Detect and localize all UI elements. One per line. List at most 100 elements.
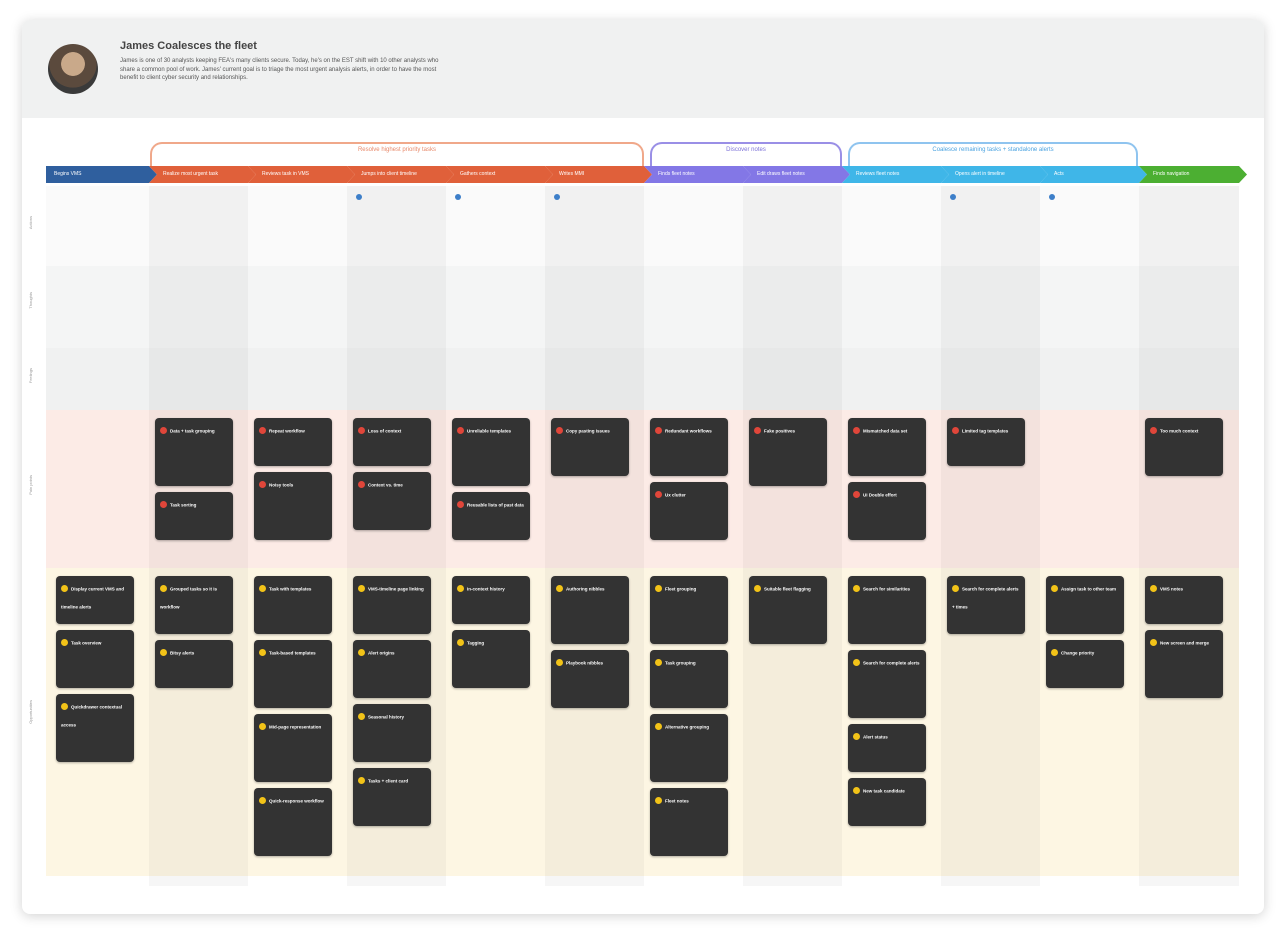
step-chevron: Gathers context xyxy=(446,166,553,183)
pain-card-title: Task sorting xyxy=(170,502,196,507)
step-chevron: Acts xyxy=(1040,166,1147,183)
step-chevron: Realize most urgent task xyxy=(149,166,256,183)
info-badge-icon xyxy=(356,194,362,200)
step-label: Reviews task in VMS xyxy=(262,171,309,177)
opportunity-dot-icon xyxy=(655,723,662,730)
opportunity-card: Change priority xyxy=(1046,640,1124,688)
opportunity-card: Search for complete alerts + times xyxy=(947,576,1025,634)
phase-label: Resolve highest priority tasks xyxy=(152,147,642,153)
pain-dot-icon xyxy=(457,501,464,508)
pain-dot-icon xyxy=(358,427,365,434)
opportunity-card-title: Bitsy alerts xyxy=(170,650,194,655)
opportunity-dot-icon xyxy=(853,733,860,740)
pain-card-title: Limited tag templates xyxy=(962,428,1008,433)
row-label: Pain points xyxy=(28,475,33,495)
opportunity-card-title: Tasks + client card xyxy=(368,778,408,783)
pain-card-title: Context vs. time xyxy=(368,482,403,487)
opportunity-dot-icon xyxy=(754,585,761,592)
opportunity-dot-icon xyxy=(160,649,167,656)
opportunity-card: Display current VMS and timeline alerts xyxy=(56,576,134,624)
opportunity-dot-icon xyxy=(160,585,167,592)
column-shade xyxy=(1139,186,1239,886)
opportunity-card-title: Quickdrawer contextual access xyxy=(61,704,122,727)
opportunity-card: Alert origins xyxy=(353,640,431,698)
pain-card: Data + task grouping xyxy=(155,418,233,486)
opportunity-dot-icon xyxy=(61,585,68,592)
pain-card-title: Ux clutter xyxy=(665,492,686,497)
opportunity-card-title: Fleet grouping xyxy=(665,586,696,591)
opportunity-dot-icon xyxy=(358,649,365,656)
opportunity-dot-icon xyxy=(358,585,365,592)
opportunity-card-title: Quick-response workflow xyxy=(269,798,324,803)
opportunity-card: Fleet grouping xyxy=(650,576,728,644)
opportunity-card: Bitsy alerts xyxy=(155,640,233,688)
pain-dot-icon xyxy=(556,427,563,434)
step-label: Finds fleet notes xyxy=(658,171,695,177)
persona-header: James Coalesces the fleet James is one o… xyxy=(22,20,1264,118)
pain-card: Unreliable templates xyxy=(452,418,530,486)
row-label: Opportunities xyxy=(28,700,33,724)
opportunity-card-title: VMS notes xyxy=(1160,586,1183,591)
column-shade xyxy=(941,186,1040,886)
opportunity-card: Fleet notes xyxy=(650,788,728,856)
opportunity-card-title: Tagging xyxy=(467,640,484,645)
opportunity-dot-icon xyxy=(1051,649,1058,656)
pain-card: Task sorting xyxy=(155,492,233,540)
opportunity-card: Alert status xyxy=(848,724,926,772)
pain-dot-icon xyxy=(358,481,365,488)
pain-card: Too much context xyxy=(1145,418,1223,476)
step-chevron: Writes MMI xyxy=(545,166,652,183)
pain-card-title: Copy pasting issues xyxy=(566,428,610,433)
row-label: Actions xyxy=(28,216,33,229)
pain-card: Context vs. time xyxy=(353,472,431,530)
opportunity-card: Assign task to other team xyxy=(1046,576,1124,634)
opportunity-card: Task-based templates xyxy=(254,640,332,708)
step-chevron: Reviews task in VMS xyxy=(248,166,355,183)
opportunity-card-title: Playbook nibbles xyxy=(566,660,603,665)
opportunity-card-title: Search for complete alerts + times xyxy=(952,586,1019,609)
pain-dot-icon xyxy=(853,491,860,498)
persona-avatar xyxy=(48,44,98,94)
opportunity-card: Grouped tasks so it is workflow xyxy=(155,576,233,634)
opportunity-dot-icon xyxy=(358,777,365,784)
opportunity-card-title: New screen and merge xyxy=(1160,640,1209,645)
opportunity-card-title: Search for similarities xyxy=(863,586,910,591)
opportunity-card: VMS notes xyxy=(1145,576,1223,624)
pain-dot-icon xyxy=(754,427,761,434)
opportunity-card: Suitable fleet flagging xyxy=(749,576,827,644)
pain-dot-icon xyxy=(655,427,662,434)
pain-card: Fake positives xyxy=(749,418,827,486)
pain-card-title: Redundant workflows xyxy=(665,428,712,433)
opportunity-dot-icon xyxy=(655,659,662,666)
info-badge-icon xyxy=(554,194,560,200)
pain-card-title: Mismatched data set xyxy=(863,428,907,433)
opportunity-card: Task overview xyxy=(56,630,134,688)
step-chevron: Begins VMS xyxy=(46,166,157,183)
phase-bracket-resolve: Resolve highest priority tasks xyxy=(150,142,644,166)
opportunity-dot-icon xyxy=(556,659,563,666)
pain-dot-icon xyxy=(457,427,464,434)
step-label: Finds navigation xyxy=(1153,171,1189,177)
opportunity-card-title: Fleet notes xyxy=(665,798,689,803)
pain-dot-icon xyxy=(1150,427,1157,434)
pain-card: Loss of context xyxy=(353,418,431,466)
pain-card: Reusable lists of past data xyxy=(452,492,530,540)
column-shade xyxy=(743,186,842,886)
step-label: Acts xyxy=(1054,171,1064,177)
opportunity-card: Task with templates xyxy=(254,576,332,634)
persona-description: James is one of 30 analysts keeping FEA'… xyxy=(120,57,450,83)
pain-card: Ux clutter xyxy=(650,482,728,540)
opportunity-card: New screen and merge xyxy=(1145,630,1223,698)
opportunity-card-title: Search for complete alerts xyxy=(863,660,920,665)
persona-title: James Coalesces the fleet xyxy=(120,40,257,52)
opportunity-card-title: Task with templates xyxy=(269,586,311,591)
opportunity-card: In-context history xyxy=(452,576,530,624)
opportunity-card: Quick-response workflow xyxy=(254,788,332,856)
phase-label: Coalesce remaining tasks + standalone al… xyxy=(850,147,1136,153)
step-label: Jumps into client timeline xyxy=(361,171,417,177)
opportunity-card-title: Task grouping xyxy=(665,660,696,665)
step-chevron: Edit draws fleet notes xyxy=(743,166,850,183)
pain-card: UI Double effort xyxy=(848,482,926,540)
pain-card: Copy pasting issues xyxy=(551,418,629,476)
opportunity-card: Tagging xyxy=(452,630,530,688)
